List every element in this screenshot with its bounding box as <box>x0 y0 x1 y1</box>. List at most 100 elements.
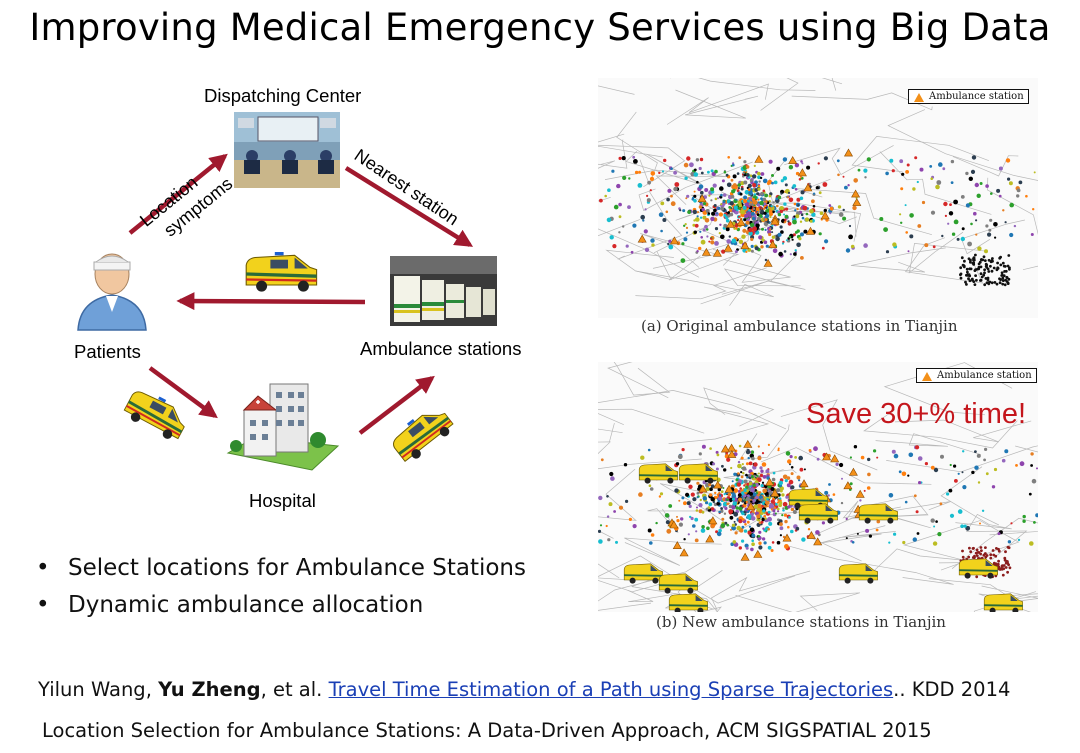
trajectory-point <box>714 227 719 231</box>
trajectory-point <box>1019 461 1025 467</box>
trajectory-point <box>996 261 999 265</box>
road-line <box>617 190 683 260</box>
map-legend: Ambulance station <box>916 368 1037 383</box>
trajectory-point <box>742 497 745 500</box>
trajectory-point <box>612 244 617 249</box>
trajectory-point <box>904 204 907 207</box>
trajectory-point <box>1002 564 1006 567</box>
trajectory-point <box>942 167 946 171</box>
trajectory-point <box>623 463 628 467</box>
trajectory-point <box>973 283 977 286</box>
trajectory-point <box>1004 566 1008 569</box>
trajectory-point <box>720 203 723 206</box>
trajectory-point <box>999 255 1002 259</box>
trajectory-point <box>763 504 768 508</box>
trajectory-point <box>1028 492 1032 496</box>
trajectory-point <box>916 180 919 184</box>
trajectory-point <box>749 179 753 183</box>
station-marker <box>763 258 773 267</box>
trajectory-point <box>981 509 985 512</box>
trajectory-point <box>702 202 707 206</box>
trajectory-point <box>735 506 739 510</box>
station-marker-icon <box>914 93 924 102</box>
trajectory-point <box>979 272 983 276</box>
trajectory-point <box>755 207 760 212</box>
trajectory-point <box>848 224 852 228</box>
trajectory-point <box>770 499 775 504</box>
trajectory-point <box>668 239 672 243</box>
trajectory-point <box>741 234 746 239</box>
trajectory-point <box>702 215 707 220</box>
trajectory-point <box>853 178 858 183</box>
trajectory-point <box>823 208 827 213</box>
trajectory-point <box>751 456 755 461</box>
trajectory-point <box>971 470 975 475</box>
ambulance-icon <box>623 563 663 584</box>
station-marker <box>799 479 809 488</box>
trajectory-point <box>771 541 775 544</box>
trajectory-point <box>739 192 743 196</box>
road-line <box>698 78 816 91</box>
trajectory-point <box>987 270 991 273</box>
ambulance-icon <box>958 558 998 579</box>
trajectory-point <box>767 179 773 185</box>
road-line <box>616 111 658 186</box>
trajectory-point <box>748 231 753 236</box>
trajectory-point <box>761 462 767 467</box>
trajectory-point <box>734 453 737 456</box>
trajectory-point <box>753 462 758 467</box>
trajectory-point <box>760 245 764 249</box>
trajectory-point <box>905 170 909 174</box>
trajectory-point <box>888 493 894 498</box>
trajectory-point <box>965 283 968 286</box>
road-line <box>700 255 806 305</box>
trajectory-point <box>699 216 703 219</box>
trajectory-point <box>726 498 729 501</box>
trajectory-point <box>983 259 987 262</box>
trajectory-point <box>699 498 702 502</box>
station-marker <box>843 148 854 157</box>
trajectory-point <box>767 443 770 446</box>
trajectory-point <box>666 197 670 202</box>
trajectory-point <box>618 505 624 510</box>
trajectory-point <box>740 471 743 474</box>
road-line <box>625 151 702 185</box>
trajectory-point <box>906 163 910 167</box>
trajectory-point <box>969 258 972 262</box>
trajectory-point <box>752 174 757 179</box>
trajectory-point <box>750 222 755 228</box>
trajectory-point <box>795 526 800 531</box>
trajectory-point <box>762 488 767 494</box>
dispatching-center-label: Dispatching Center <box>204 85 362 106</box>
trajectory-point <box>779 484 782 487</box>
trajectory-point <box>752 483 756 487</box>
trajectory-point <box>907 474 910 477</box>
trajectory-point <box>720 206 724 211</box>
paper-link[interactable]: Travel Time Estimation of a Path using S… <box>328 678 894 701</box>
road-line <box>791 92 933 111</box>
trajectory-point <box>875 528 879 532</box>
trajectory-point <box>762 527 765 530</box>
trajectory-point <box>736 482 741 487</box>
trajectory-point <box>784 479 788 483</box>
station-marker <box>701 247 711 256</box>
trajectory-point <box>974 268 977 272</box>
road-line <box>767 157 857 237</box>
trajectory-point <box>949 513 955 518</box>
trajectory-point <box>613 204 619 210</box>
trajectory-point <box>774 502 778 506</box>
station-marker <box>705 534 715 543</box>
trajectory-point <box>758 235 763 240</box>
road-line <box>703 387 775 427</box>
trajectory-point <box>738 239 744 244</box>
trajectory-point <box>913 494 917 498</box>
trajectory-point <box>705 228 709 231</box>
trajectory-point <box>713 204 717 207</box>
ambulance-icon <box>983 593 1023 612</box>
road-line <box>711 570 811 611</box>
trajectory-point <box>745 462 749 466</box>
trajectory-point <box>967 555 971 559</box>
trajectory-point <box>852 205 857 211</box>
trajectory-point <box>747 530 752 535</box>
trajectory-point <box>701 525 705 529</box>
